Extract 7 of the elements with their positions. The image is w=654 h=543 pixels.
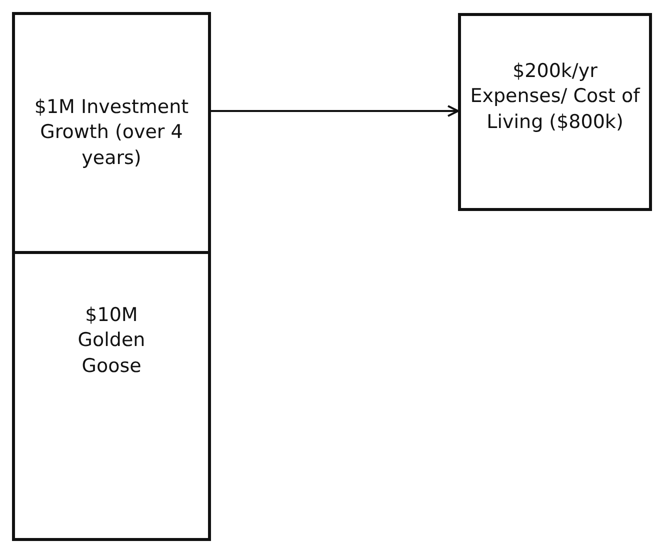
text-box xyxy=(458,13,652,211)
box-text: $10M Golden Goose xyxy=(76,302,146,379)
arrow xyxy=(211,105,459,117)
text-box xyxy=(12,12,211,254)
box-text: $200k/yr Expenses/ Cost of Living ($800k) xyxy=(469,58,642,135)
box-text: $1M Investment Growth (over 4 years) xyxy=(33,94,190,171)
text-box xyxy=(12,251,211,541)
